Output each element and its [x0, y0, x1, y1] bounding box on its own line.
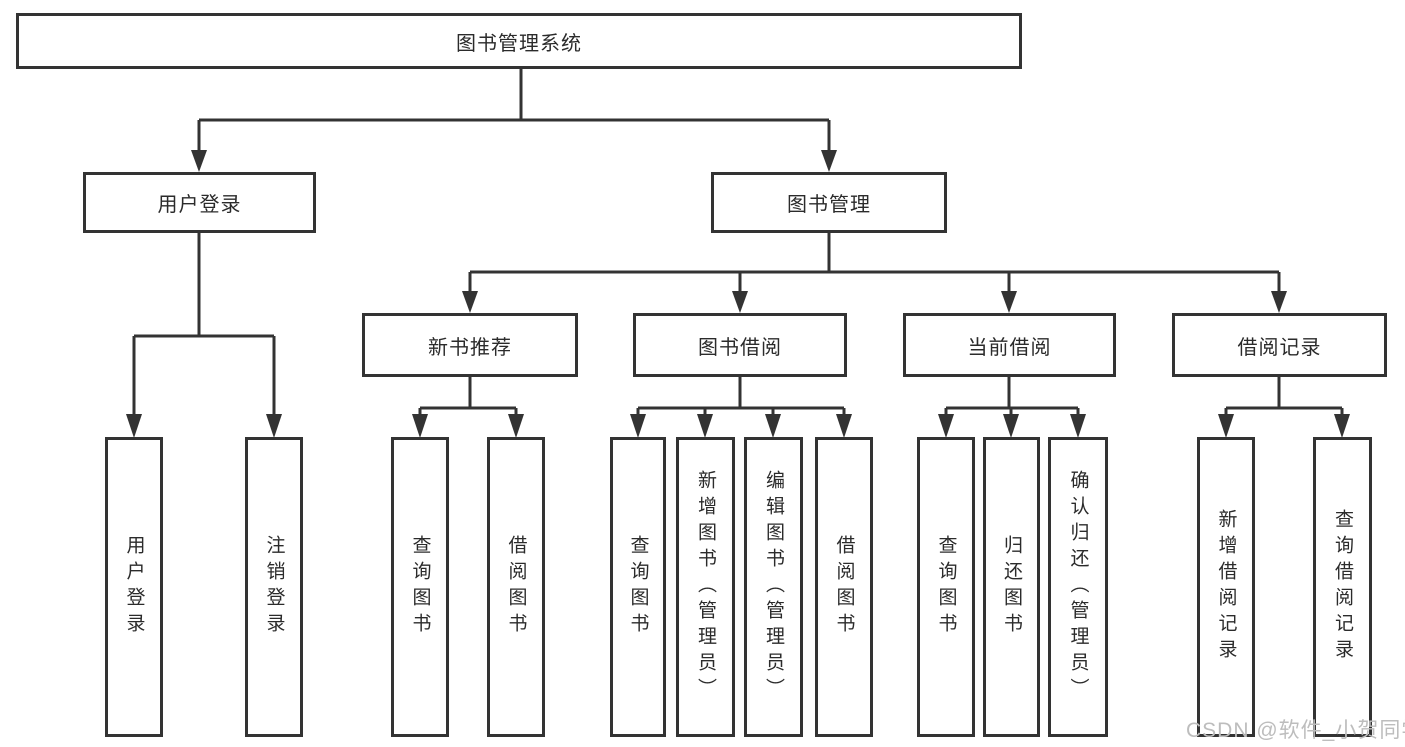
leaf-login: 用户登录 — [105, 437, 163, 737]
arrowhead-icon — [836, 414, 852, 438]
node-book-management-label: 图书管理 — [787, 194, 871, 216]
connector-management-to-level3 — [468, 233, 1281, 294]
node-current-borrow-label: 当前借阅 — [967, 336, 1052, 359]
csdn-watermark: CSDN @软件_小贺同学 — [1186, 719, 1405, 742]
leaf-current-return-books: 归还图书 — [983, 437, 1040, 737]
node-borrow-records-label: 借阅记录 — [1237, 336, 1322, 359]
connector-borrow-to-leaves — [636, 377, 846, 417]
node-library-system-label: 图书管理系统 — [456, 32, 582, 55]
leaf-current-query-books: 查询图书 — [917, 437, 975, 737]
arrowhead-icon — [191, 150, 207, 172]
node-book-borrow: 图书借阅 — [633, 313, 847, 377]
arrowhead-icon — [1003, 414, 1019, 438]
leaf-records-query-record: 查询借阅记录 — [1313, 437, 1372, 737]
leaf-recommend-borrow-books: 借阅图书 — [487, 437, 545, 737]
node-user-login-label: 用户登录 — [157, 194, 242, 216]
leaf-borrow-query-books-label: 查询图书 — [627, 535, 649, 639]
node-new-book-recommend: 新书推荐 — [362, 313, 578, 377]
arrowhead-icon — [1070, 414, 1086, 438]
arrowhead-icon — [266, 414, 282, 438]
arrowhead-icon — [1334, 414, 1350, 438]
connector-current-to-leaves — [944, 377, 1080, 417]
leaf-borrow-add-books-admin: 新增图书（管理员） — [676, 437, 735, 737]
connector-records-to-leaves — [1224, 377, 1344, 417]
leaf-borrow-add-books-admin-label: 新增图书（管理员） — [695, 470, 716, 704]
leaf-records-add-record: 新增借阅记录 — [1197, 437, 1255, 737]
leaf-recommend-borrow-books-label: 借阅图书 — [505, 535, 527, 639]
leaf-borrow-edit-books-admin-label: 编辑图书（管理员） — [763, 470, 784, 704]
node-current-borrow: 当前借阅 — [903, 313, 1116, 377]
leaf-current-confirm-return-admin-label: 确认归还（管理员） — [1067, 470, 1089, 704]
leaf-current-confirm-return-admin: 确认归还（管理员） — [1048, 437, 1108, 737]
arrowhead-icon — [1001, 291, 1017, 313]
node-book-management: 图书管理 — [711, 172, 947, 233]
arrowhead-icon — [412, 414, 428, 438]
arrowhead-icon — [732, 291, 748, 313]
leaf-records-add-record-label: 新增借阅记录 — [1215, 509, 1237, 665]
connector-recommend-to-leaves — [418, 377, 518, 417]
leaf-login-label: 用户登录 — [123, 535, 145, 639]
arrowhead-icon — [126, 414, 142, 438]
connector-root-to-level2 — [197, 69, 831, 153]
arrowhead-icon — [1271, 291, 1287, 313]
node-new-book-recommend-label: 新书推荐 — [428, 336, 512, 359]
arrowhead-icon — [508, 414, 524, 438]
leaf-recommend-query-books: 查询图书 — [391, 437, 449, 737]
arrowhead-icon — [765, 414, 781, 438]
node-user-login: 用户登录 — [83, 172, 316, 233]
arrowhead-icon — [697, 414, 713, 438]
leaf-borrow-borrow-books-label: 借阅图书 — [833, 535, 855, 639]
node-book-borrow-label: 图书借阅 — [698, 336, 782, 359]
leaf-recommend-query-books-label: 查询图书 — [409, 535, 431, 639]
arrowhead-icon — [1218, 414, 1234, 438]
node-library-system: 图书管理系统 — [16, 13, 1022, 69]
leaf-records-query-record-label: 查询借阅记录 — [1332, 509, 1353, 665]
arrowhead-icon — [821, 150, 837, 172]
leaf-borrow-edit-books-admin: 编辑图书（管理员） — [744, 437, 803, 737]
connector-login-to-leaves — [132, 233, 276, 417]
arrowhead-icon — [938, 414, 954, 438]
leaf-logout: 注销登录 — [245, 437, 303, 737]
leaf-current-query-books-label: 查询图书 — [935, 535, 957, 639]
leaf-logout-label: 注销登录 — [263, 535, 285, 639]
arrowhead-icon — [630, 414, 646, 438]
node-borrow-records: 借阅记录 — [1172, 313, 1387, 377]
leaf-borrow-borrow-books: 借阅图书 — [815, 437, 873, 737]
leaf-current-return-books-label: 归还图书 — [1001, 535, 1022, 639]
arrowhead-icon — [462, 291, 478, 313]
leaf-borrow-query-books: 查询图书 — [610, 437, 666, 737]
